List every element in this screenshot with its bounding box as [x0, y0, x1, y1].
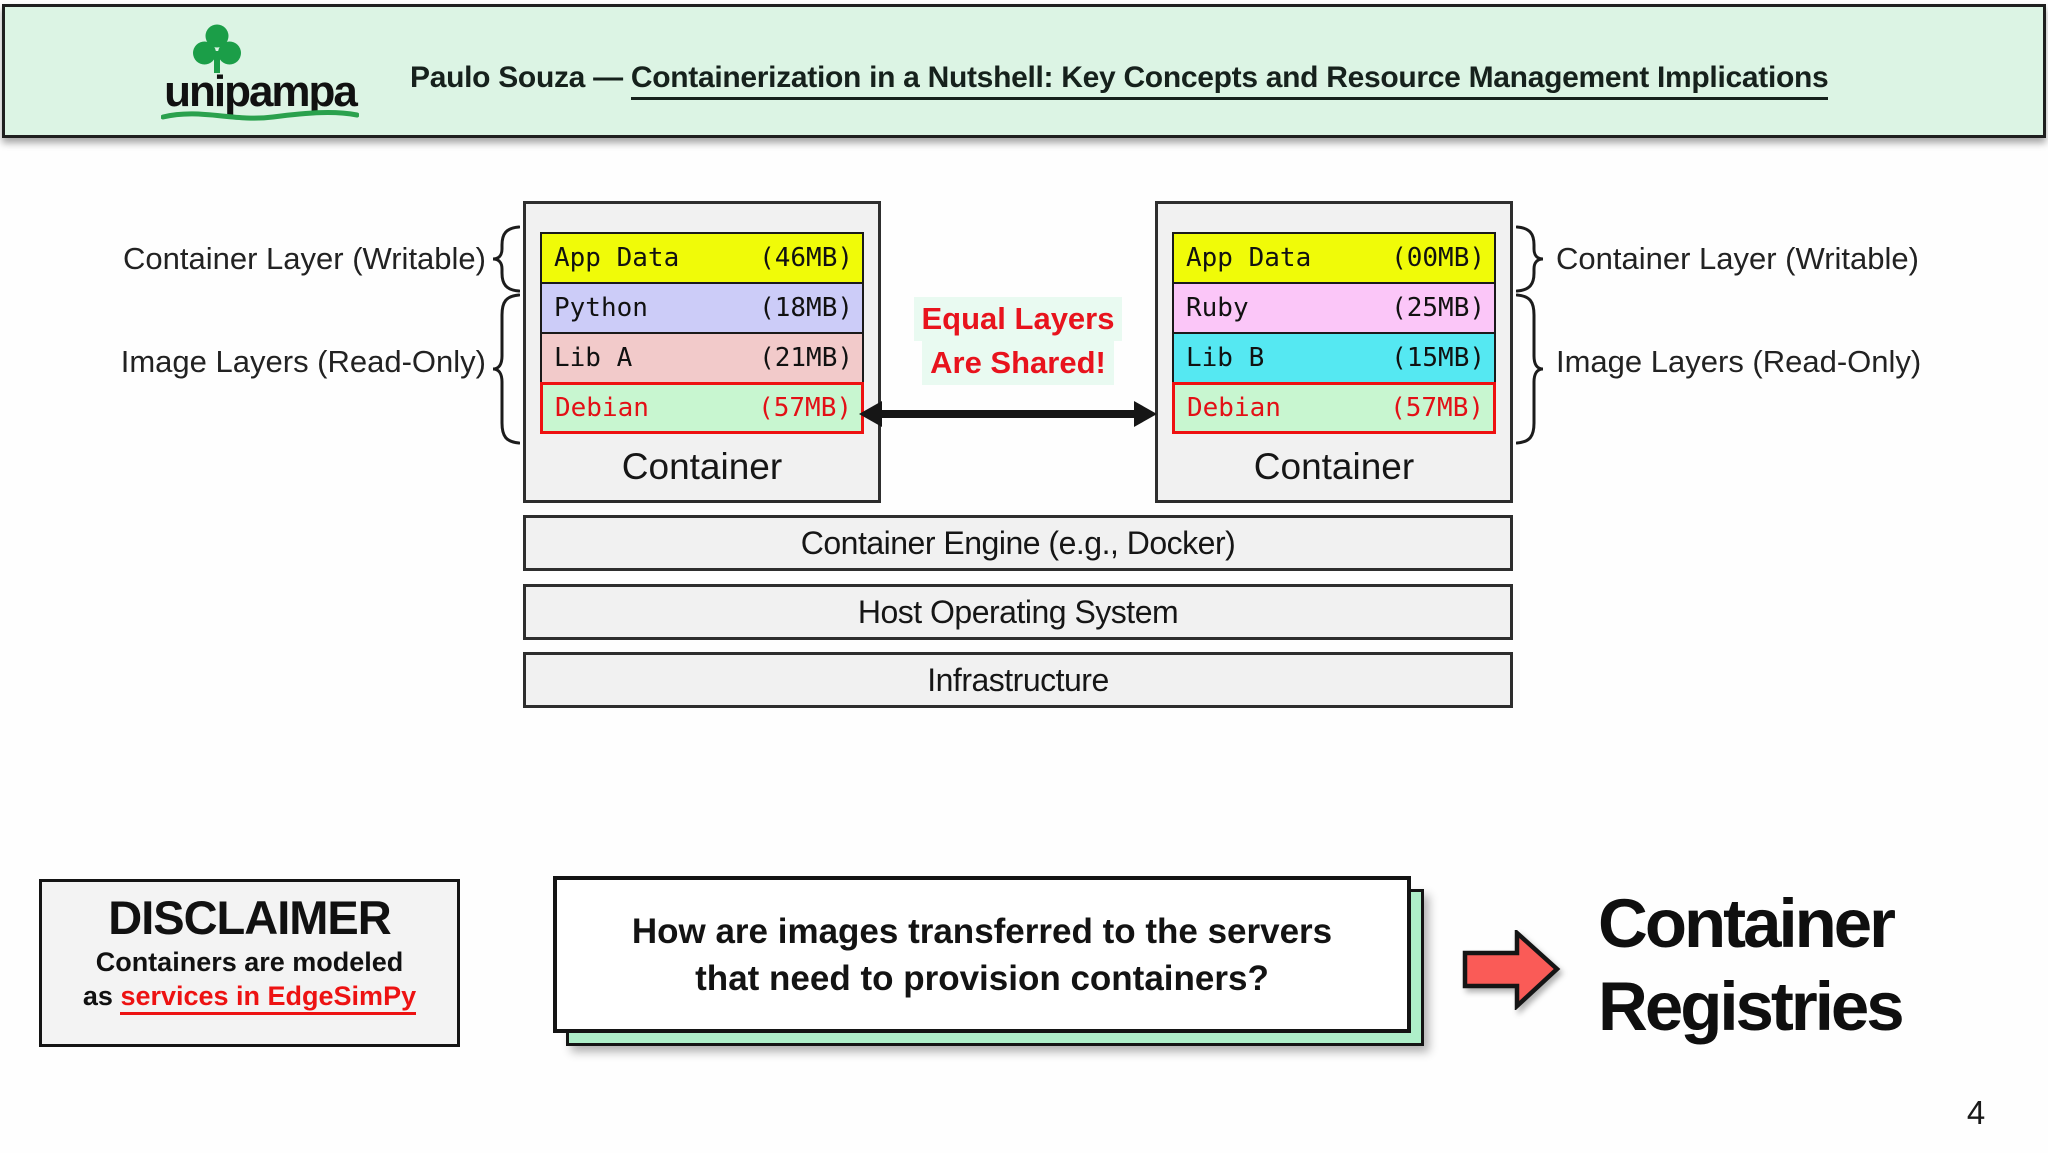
layer-lib-a: Lib A (21MB) — [540, 332, 864, 384]
layer-ruby: Ruby (25MB) — [1172, 282, 1496, 334]
layer-size: (57MB) — [758, 393, 852, 423]
disclaimer-line2: as services in EdgeSimPy — [42, 979, 457, 1015]
layer-name: Debian — [555, 393, 649, 423]
layer-debian-left: Debian (57MB) — [540, 382, 864, 434]
layer-name: App Data — [554, 243, 680, 273]
layer-size: (21MB) — [759, 343, 853, 373]
label-writable-left: Container Layer (Writable) — [123, 241, 486, 276]
container-box-left: App Data (46MB) Python (18MB) Lib A (21M… — [523, 201, 881, 503]
equal-layers-note: Equal Layers Are Shared! — [872, 297, 1164, 385]
equal-layers-line1: Equal Layers — [913, 297, 1123, 341]
question-line1: How are images transferred to the server… — [631, 911, 1333, 951]
stack-bar-engine: Container Engine (e.g., Docker) — [523, 515, 1513, 571]
equal-layers-line2: Are Shared! — [922, 341, 1114, 385]
layer-python: Python (18MB) — [540, 282, 864, 334]
label-writable-right: Container Layer (Writable) — [1556, 241, 1919, 276]
layer-lib-b: Lib B (15MB) — [1172, 332, 1496, 384]
edgesimpy-link[interactable]: services in EdgeSimPy — [120, 981, 417, 1015]
header-band: unipampa Paulo Souza — Containerization … — [2, 4, 2046, 138]
layer-app-data-left: App Data (46MB) — [540, 232, 864, 284]
disclaimer-box: DISCLAIMER Containers are modeled as ser… — [39, 879, 460, 1047]
disclaimer-line2-prefix: as — [82, 981, 121, 1011]
container-registries-title: Container Registries — [1598, 882, 1905, 1048]
layer-name: App Data — [1186, 243, 1312, 273]
right-arrow-icon — [1462, 930, 1561, 1010]
title-link[interactable]: Containerization in a Nutshell: Key Conc… — [630, 61, 1829, 100]
brace-right-writable — [1516, 225, 1544, 293]
slide-title: Paulo Souza — Containerization in a Nuts… — [410, 61, 1829, 100]
layer-name: Python — [554, 293, 648, 323]
layer-size: (00MB) — [1391, 243, 1485, 273]
brace-right-readonly — [1516, 293, 1544, 445]
registries-line2: Registries — [1598, 968, 1905, 1045]
disclaimer-title: DISCLAIMER — [108, 891, 391, 944]
disclaimer-line1: Containers are modeled — [95, 947, 404, 977]
unipampa-logo-text: unipampa — [164, 67, 358, 116]
logo-swoosh-icon — [161, 110, 359, 121]
layer-name: Lib B — [1186, 343, 1265, 373]
label-readonly-right: Image Layers (Read-Only) — [1556, 344, 1922, 379]
container-label-left: Container — [621, 446, 783, 487]
container-label-right: Container — [1253, 446, 1415, 487]
layer-debian-right: Debian (57MB) — [1172, 382, 1496, 434]
stack-bar-host-os: Host Operating System — [523, 584, 1513, 640]
stack-bar-infrastructure: Infrastructure — [523, 652, 1513, 708]
question-line2: that need to provision containers? — [695, 958, 1269, 998]
question-box: How are images transferred to the server… — [553, 876, 1411, 1033]
layer-size: (15MB) — [1391, 343, 1485, 373]
label-readonly-left: Image Layers (Read-Only) — [120, 344, 486, 379]
brace-left-readonly — [492, 293, 520, 445]
shared-layers-arrow-icon — [859, 401, 1157, 427]
layer-size: (25MB) — [1391, 293, 1485, 323]
layer-name: Ruby — [1186, 293, 1249, 323]
layer-size: (18MB) — [759, 293, 853, 323]
layer-size: (46MB) — [759, 243, 853, 273]
layer-app-data-right: App Data (00MB) — [1172, 232, 1496, 284]
page-number: 4 — [1966, 1094, 1986, 1131]
title-author: Paulo Souza — — [410, 61, 631, 94]
unipampa-tree-icon — [193, 24, 241, 73]
layer-size: (57MB) — [1390, 393, 1484, 423]
layer-name: Lib A — [554, 343, 633, 373]
registries-line1: Container — [1598, 885, 1896, 962]
container-box-right: App Data (00MB) Ruby (25MB) Lib B (15MB)… — [1155, 201, 1513, 503]
brace-left-writable — [492, 225, 520, 293]
layer-name: Debian — [1187, 393, 1281, 423]
